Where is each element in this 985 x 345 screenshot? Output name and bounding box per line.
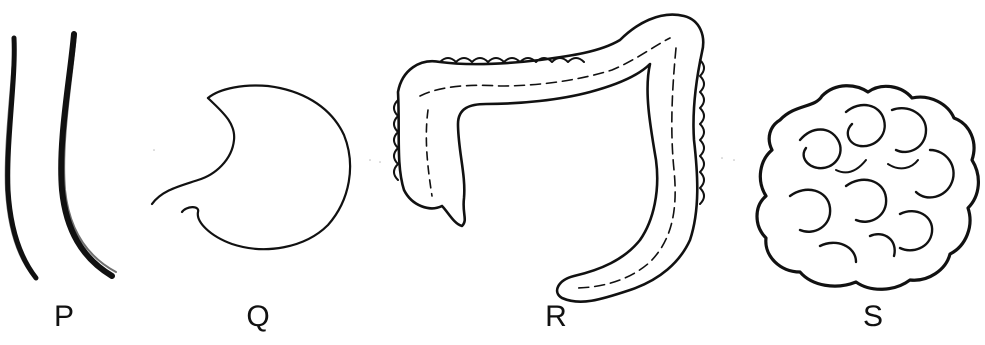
scan-noise (153, 149, 735, 163)
label-q: Q (238, 300, 278, 334)
label-p: P (44, 300, 84, 334)
organ-r-drawing (394, 15, 704, 302)
organ-s-drawing (757, 86, 978, 290)
organ-p-drawing (6, 34, 116, 278)
label-s: S (853, 300, 893, 334)
label-r: R (536, 300, 576, 334)
organ-q-drawing (152, 86, 350, 250)
